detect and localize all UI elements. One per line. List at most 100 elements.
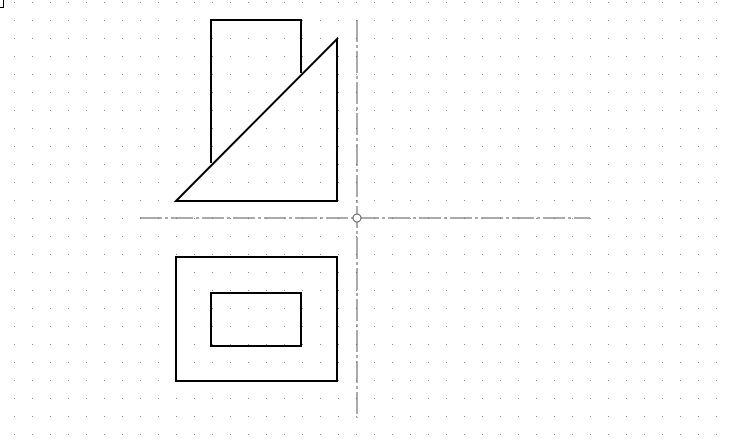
- grid-dot: [572, 398, 573, 399]
- grid-dot: [464, 326, 465, 327]
- grid-dot: [500, 200, 501, 201]
- grid-dot: [572, 416, 573, 417]
- grid-dot: [140, 146, 141, 147]
- grid-dot: [608, 38, 609, 39]
- grid-dot: [716, 200, 717, 201]
- grid-dot: [716, 74, 717, 75]
- grid-dot: [50, 110, 51, 111]
- grid-dot: [212, 326, 213, 327]
- grid-dot: [266, 92, 267, 93]
- grid-dot: [68, 272, 69, 273]
- grid-dot: [284, 308, 285, 309]
- grid-dot: [122, 56, 123, 57]
- grid-dot: [698, 56, 699, 57]
- grid-dot: [500, 434, 501, 435]
- grid-dot: [194, 2, 195, 3]
- grid-dot: [482, 110, 483, 111]
- grid-dot: [104, 380, 105, 381]
- grid-dot: [626, 2, 627, 3]
- grid-dot: [572, 38, 573, 39]
- grid-dot: [14, 326, 15, 327]
- grid-dot: [536, 344, 537, 345]
- grid-dot: [590, 2, 591, 3]
- grid-dot: [122, 164, 123, 165]
- grid-dot: [698, 254, 699, 255]
- grid-dot: [662, 362, 663, 363]
- grid-dot: [68, 182, 69, 183]
- grid-dot: [608, 20, 609, 21]
- grid-dot: [536, 434, 537, 435]
- grid-dot: [158, 362, 159, 363]
- grid-dot: [284, 146, 285, 147]
- grid-dot: [590, 20, 591, 21]
- grid-dot: [320, 326, 321, 327]
- grid-dot: [500, 380, 501, 381]
- grid-dot: [338, 110, 339, 111]
- grid-dot: [428, 290, 429, 291]
- grid-dot: [86, 110, 87, 111]
- outer-rectangle[interactable]: [175, 256, 338, 382]
- grid-dot: [626, 434, 627, 435]
- grid-dot: [194, 92, 195, 93]
- grid-dot: [680, 38, 681, 39]
- inner-rectangle[interactable]: [210, 292, 302, 347]
- grid-dot: [626, 128, 627, 129]
- grid-dot: [554, 20, 555, 21]
- grid-dot: [446, 362, 447, 363]
- grid-dot: [284, 110, 285, 111]
- grid-dot: [464, 380, 465, 381]
- grid-dot: [410, 128, 411, 129]
- grid-dot: [374, 416, 375, 417]
- grid-dot: [284, 398, 285, 399]
- grid-dot: [680, 74, 681, 75]
- grid-dot: [338, 344, 339, 345]
- grid-dot: [626, 200, 627, 201]
- grid-dot: [374, 110, 375, 111]
- grid-dot: [554, 380, 555, 381]
- grid-dot: [248, 146, 249, 147]
- grid-dot: [32, 146, 33, 147]
- grid-dot: [176, 398, 177, 399]
- grid-dot: [716, 326, 717, 327]
- grid-dot: [392, 380, 393, 381]
- grid-dot: [338, 200, 339, 201]
- origin-marker[interactable]: [352, 213, 362, 223]
- grid-dot: [338, 362, 339, 363]
- grid-dot: [536, 110, 537, 111]
- grid-dot: [104, 416, 105, 417]
- grid-dot: [572, 362, 573, 363]
- grid-dot: [572, 200, 573, 201]
- grid-dot: [590, 254, 591, 255]
- grid-dot: [284, 38, 285, 39]
- grid-dot: [284, 344, 285, 345]
- grid-dot: [374, 236, 375, 237]
- grid-dot: [446, 56, 447, 57]
- grid-dot: [698, 308, 699, 309]
- grid-dot: [194, 20, 195, 21]
- grid-dot: [230, 416, 231, 417]
- grid-dot: [86, 200, 87, 201]
- grid-dot: [518, 416, 519, 417]
- grid-dot: [464, 254, 465, 255]
- grid-dot: [248, 182, 249, 183]
- grid-dot: [104, 2, 105, 3]
- grid-dot: [176, 236, 177, 237]
- grid-dot: [482, 74, 483, 75]
- grid-dot: [554, 326, 555, 327]
- grid-dot: [680, 146, 681, 147]
- grid-dot: [104, 326, 105, 327]
- grid-dot: [536, 38, 537, 39]
- grid-dot: [572, 146, 573, 147]
- grid-dot: [572, 164, 573, 165]
- grid-dot: [176, 38, 177, 39]
- grid-dot: [212, 110, 213, 111]
- grid-dot: [536, 2, 537, 3]
- grid-dot: [608, 362, 609, 363]
- right-triangle[interactable]: [173, 36, 338, 202]
- grid-dot: [32, 128, 33, 129]
- upper-rectangle[interactable]: [210, 19, 302, 163]
- grid-dot: [698, 272, 699, 273]
- grid-dot: [536, 272, 537, 273]
- grid-dot: [194, 398, 195, 399]
